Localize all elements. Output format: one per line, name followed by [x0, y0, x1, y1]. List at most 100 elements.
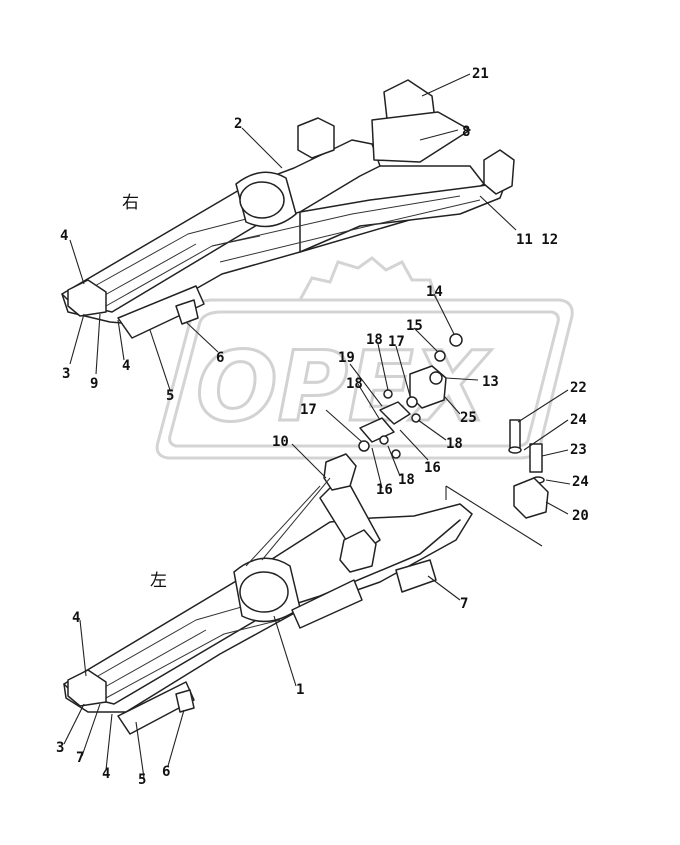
leader-2: [241, 127, 283, 169]
part-17b: [358, 440, 370, 452]
leader-24a: [523, 419, 569, 451]
leader-4b: [117, 319, 125, 361]
callout-6-left: 6: [162, 764, 170, 780]
callout-4-right-bottom: 4: [122, 358, 130, 374]
leader-3a: [69, 313, 85, 365]
leader-18a: [377, 343, 389, 391]
callout-1: 1: [296, 682, 304, 698]
callout-7-left-bottom: 7: [76, 750, 84, 766]
leader-25: [443, 395, 461, 415]
callout-5-right: 5: [166, 388, 174, 404]
right-arm-lines: [211, 195, 481, 263]
part-16a: [359, 417, 395, 443]
callout-19: 19: [338, 350, 355, 366]
callout-15: 15: [406, 318, 423, 334]
part-17a: [406, 396, 418, 408]
leader-18c: [417, 419, 447, 441]
leader-16a: [399, 429, 429, 461]
leader-21: [421, 73, 471, 97]
leader-4c: [79, 619, 87, 677]
right-track-frame: [61, 79, 515, 339]
leader-lines: [63, 73, 571, 779]
callout-7-left-top: 7: [460, 596, 468, 612]
side-label-left: 左: [150, 571, 167, 591]
bolt-23: [529, 443, 543, 473]
callout-17-top: 17: [388, 334, 405, 350]
part-19: [379, 401, 411, 425]
callout-22: 22: [570, 380, 587, 396]
bracket-assembly: [445, 419, 549, 547]
leader-22: [517, 389, 569, 423]
leader-14: [433, 293, 455, 335]
small-parts-cluster: [358, 333, 463, 459]
right-part-8: [371, 111, 471, 163]
leader-18d: [387, 445, 401, 477]
callout-24-top: 24: [570, 412, 587, 428]
callout-8-top: 8: [462, 124, 470, 140]
leader-10: [291, 443, 327, 479]
left-part-5: [117, 681, 195, 735]
side-label-right: 右: [122, 193, 139, 213]
callout-numbers: 21 8 2 11 12 4 3 9 4 5 6 14 15 13 17 18 …: [56, 66, 589, 788]
leader-1: [273, 615, 297, 687]
bolt-22: [509, 419, 521, 449]
left-track-frame: [63, 453, 473, 735]
right-cylinder-end: [239, 181, 285, 219]
leader-15: [413, 327, 439, 353]
watermark-gear-icon: [298, 256, 438, 301]
left-arm-lines: [245, 477, 331, 567]
callout-18-bottom: 18: [398, 472, 415, 488]
callout-10: 10: [272, 434, 289, 450]
leader-3b: [63, 703, 85, 745]
leader-5a: [149, 329, 171, 391]
callout-18-top: 18: [366, 332, 383, 348]
callout-16-right: 16: [424, 460, 441, 476]
callout-4-left-bottom: 4: [102, 766, 110, 782]
callout-14: 14: [426, 284, 443, 300]
callout-4-left-top: 4: [72, 610, 80, 626]
callout-25: 25: [460, 410, 477, 426]
left-part-3: [67, 669, 107, 707]
part-13: [429, 371, 443, 385]
callout-11-12: 11 12: [516, 232, 558, 248]
leader-16b: [371, 447, 383, 489]
leader-17a: [395, 345, 411, 397]
callout-16-bottom: 16: [376, 482, 393, 498]
callout-5-left: 5: [138, 772, 146, 788]
bracket-guide-line: [445, 485, 543, 547]
leader-9: [95, 313, 101, 375]
leader-7a: [427, 575, 461, 601]
part-18a: [383, 389, 393, 399]
right-arm-11-12: [299, 181, 507, 253]
callout-18-right: 18: [446, 436, 463, 452]
leader-17b: [325, 409, 363, 443]
right-part-3: [67, 279, 107, 317]
washer-24a: [508, 446, 522, 454]
leader-18b: [357, 383, 381, 421]
bracket-20: [513, 477, 549, 519]
leader-7b: [81, 703, 101, 757]
left-arm-end: [323, 453, 357, 491]
callout-3-right: 3: [62, 366, 70, 382]
right-arm-end: [483, 149, 515, 195]
callout-21: 21: [472, 66, 489, 82]
callout-20: 20: [572, 508, 589, 524]
callout-4-right-top: 4: [60, 228, 68, 244]
left-part-7: [395, 559, 437, 593]
leader-19: [349, 363, 383, 407]
right-part-6: [175, 299, 199, 325]
callout-3-left: 3: [56, 740, 64, 756]
callout-2: 2: [234, 116, 242, 132]
part-14: [449, 333, 463, 347]
leader-5b: [135, 721, 145, 779]
leader-4d: [105, 713, 113, 771]
left-bracket-block: [339, 529, 377, 573]
leader-20: [545, 501, 569, 515]
leader-24b: [545, 479, 571, 485]
leader-8-top: [419, 129, 459, 141]
leader-13: [445, 377, 479, 381]
callout-23: 23: [570, 442, 587, 458]
callout-9: 9: [90, 376, 98, 392]
leader-23: [541, 449, 569, 457]
